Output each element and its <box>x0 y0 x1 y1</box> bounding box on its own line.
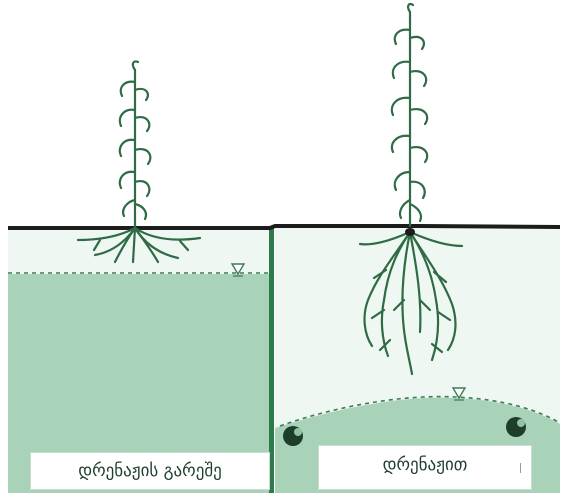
root-crown <box>405 228 415 236</box>
scale-tick <box>520 463 521 473</box>
label-without-drainage: დრენაჟის გარეშე <box>30 452 270 490</box>
soil-surface-line <box>8 226 560 228</box>
label-with-drainage: დრენაჟით <box>318 445 532 490</box>
drain-pipe-icon <box>506 417 526 437</box>
drain-pipe-icon <box>283 426 303 446</box>
